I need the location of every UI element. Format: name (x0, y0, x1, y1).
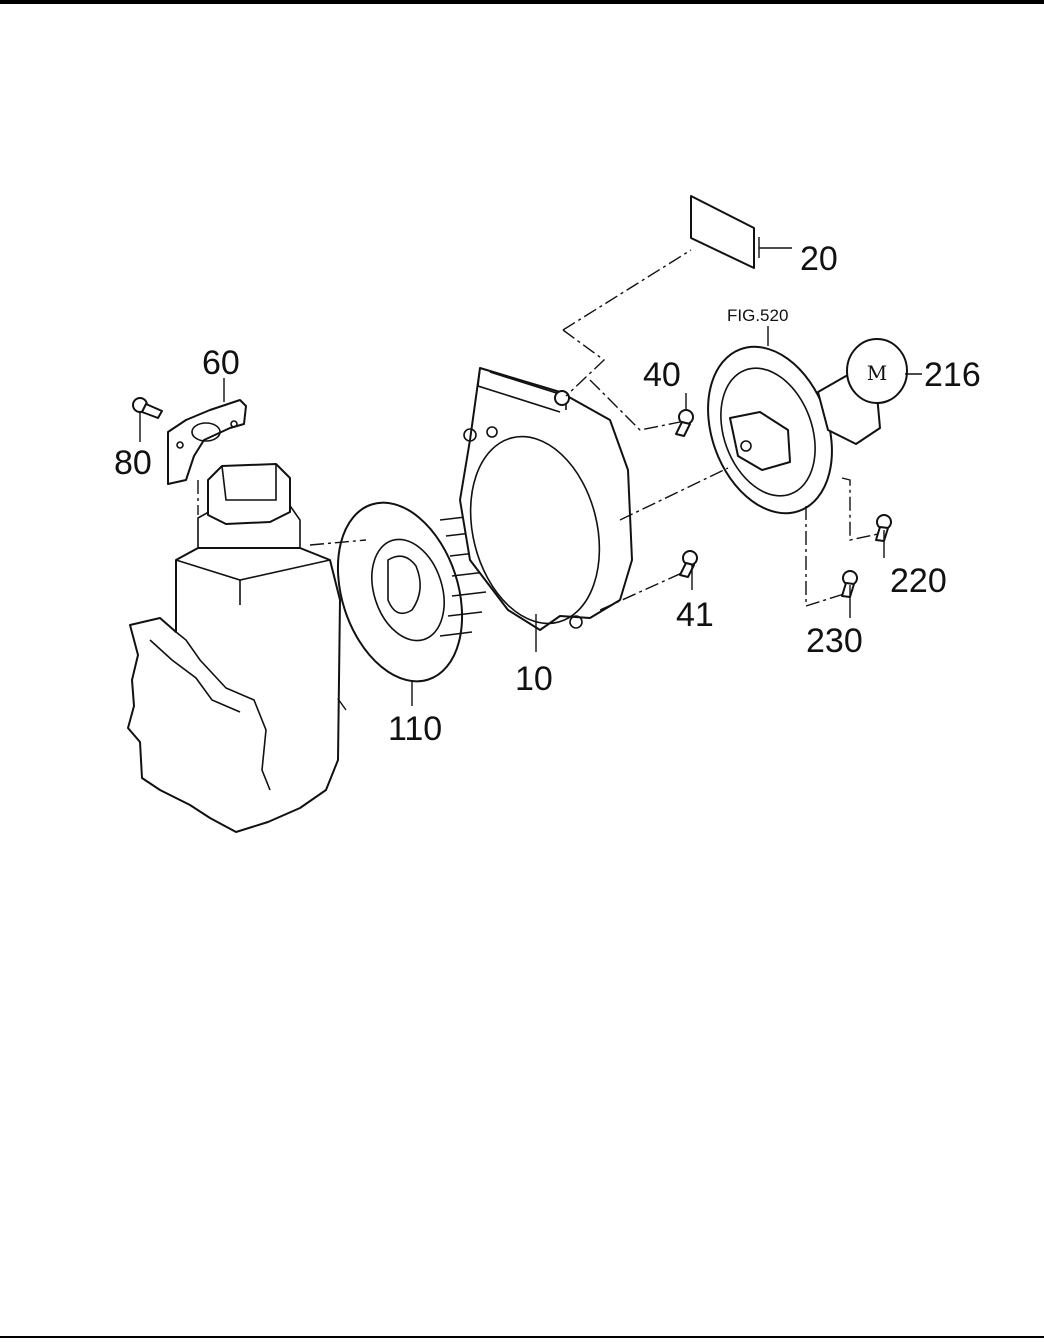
callout-40: 40 (643, 356, 681, 394)
part-80-bolt (133, 398, 162, 418)
part-41-bolt (680, 551, 697, 577)
callout-220: 220 (890, 562, 947, 600)
part-20-label (691, 196, 754, 268)
figure-reference: FIG.520 (727, 306, 788, 325)
part-10-fan-housing (452, 368, 632, 637)
callout-20: 20 (800, 240, 838, 278)
callout-10: 10 (515, 660, 553, 698)
cap-letter: M (867, 361, 887, 385)
callout-216: 216 (924, 356, 981, 394)
callout-41: 41 (676, 596, 714, 634)
bottom-rule (0, 1336, 1044, 1338)
callout-110: 110 (388, 710, 442, 748)
part-110-flywheel (316, 487, 486, 698)
callout-60: 60 (202, 344, 240, 382)
callout-80: 80 (114, 444, 152, 482)
part-216-cap: M (847, 339, 907, 403)
callout-230: 230 (806, 622, 863, 660)
engine-block (128, 464, 340, 832)
